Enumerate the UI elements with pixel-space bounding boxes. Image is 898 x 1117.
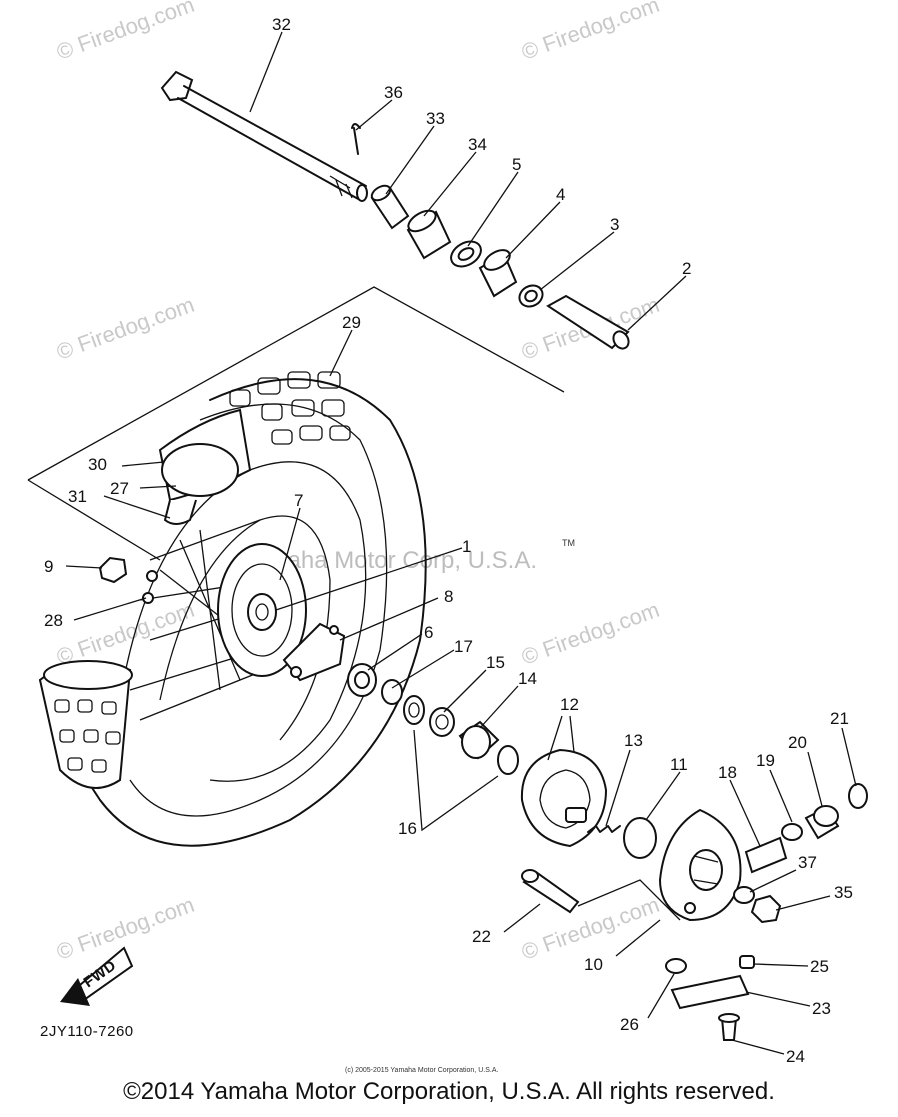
bracket-line <box>577 879 681 921</box>
callout-label: 37 <box>798 853 817 872</box>
callout-label: 7 <box>294 491 303 510</box>
spoke-end <box>142 592 154 604</box>
watermark: © Firedog.com <box>518 0 662 65</box>
callout-labels: 32 36 33 34 5 4 3 2 29 30 27 31 7 1 9 28… <box>44 15 853 1066</box>
callout-label: 25 <box>810 957 829 976</box>
callout-label: 2 <box>682 259 691 278</box>
hub-bearings <box>347 663 519 775</box>
callout-label: 20 <box>788 733 807 752</box>
callout-label: 29 <box>342 313 361 332</box>
fwd-arrow-icon: FWD <box>60 946 134 1006</box>
wheel-rim-spokes <box>129 519 307 721</box>
tm-mark: TM <box>562 538 575 548</box>
brake-lever-parts <box>665 955 755 1041</box>
top-spacers <box>370 184 630 350</box>
bracket-line <box>547 715 575 761</box>
callout-label: 10 <box>584 955 603 974</box>
callout-label: 18 <box>718 763 737 782</box>
callout-label: 16 <box>398 819 417 838</box>
spoke-nipple <box>98 556 128 584</box>
callout-label: 27 <box>110 479 129 498</box>
watermark: © Firedog.com <box>518 892 662 965</box>
callout-label: 3 <box>610 215 619 234</box>
spoke-end <box>146 570 158 582</box>
callout-label: 33 <box>426 109 445 128</box>
callout-label: 11 <box>670 755 688 774</box>
watermark: © Firedog.com <box>518 597 662 670</box>
brake-plate <box>658 808 742 922</box>
callout-label: 28 <box>44 611 63 630</box>
callout-label: 9 <box>44 557 53 576</box>
watermark: © Firedog.com <box>53 0 197 65</box>
valve-stem <box>521 869 580 914</box>
axle <box>160 70 368 202</box>
drawing-code: 2JY110-7260 <box>40 1023 134 1040</box>
oil-seal <box>623 817 657 859</box>
callout-label: 8 <box>444 587 453 606</box>
brake-shoes <box>520 748 608 848</box>
callout-label: 21 <box>830 709 849 728</box>
callout-label: 13 <box>624 731 643 750</box>
callout-label: 31 <box>68 487 87 506</box>
callout-label: 24 <box>786 1047 805 1066</box>
callout-label: 23 <box>812 999 831 1018</box>
callout-label: 14 <box>518 669 537 688</box>
small-copyright: (c) 2005-2015 Yamaha Motor Corporation, … <box>345 1067 498 1074</box>
callout-label: 17 <box>454 637 473 656</box>
callout-label: 36 <box>384 83 403 102</box>
brake-camshaft-parts <box>733 783 868 924</box>
callout-label: 15 <box>486 653 505 672</box>
callout-label: 12 <box>560 695 579 714</box>
inner-tube <box>158 408 252 525</box>
callout-label: 30 <box>88 455 107 474</box>
callout-label: 1 <box>462 537 471 556</box>
brake-spring <box>587 825 621 833</box>
hub-plate <box>282 622 346 682</box>
callout-label: 4 <box>556 185 565 204</box>
watermark: © Firedog.com <box>53 292 197 365</box>
callout-label: 32 <box>272 15 291 34</box>
tire <box>38 371 427 847</box>
callout-label: 35 <box>834 883 853 902</box>
callout-label: 34 <box>468 135 487 154</box>
callout-label: 19 <box>756 751 775 770</box>
callout-label: 6 <box>424 623 433 642</box>
footer-copyright: ©2014 Yamaha Motor Corporation, U.S.A. A… <box>123 1078 775 1105</box>
leader-lines <box>65 31 857 1055</box>
bracket-line <box>27 479 161 561</box>
bracket-line <box>413 729 499 832</box>
callout-label: 26 <box>620 1015 639 1034</box>
tire-group-bracket <box>27 286 565 481</box>
callout-label: 22 <box>472 927 491 946</box>
watermark: © Firedog.com <box>53 597 197 670</box>
callout-label: 5 <box>512 155 521 174</box>
